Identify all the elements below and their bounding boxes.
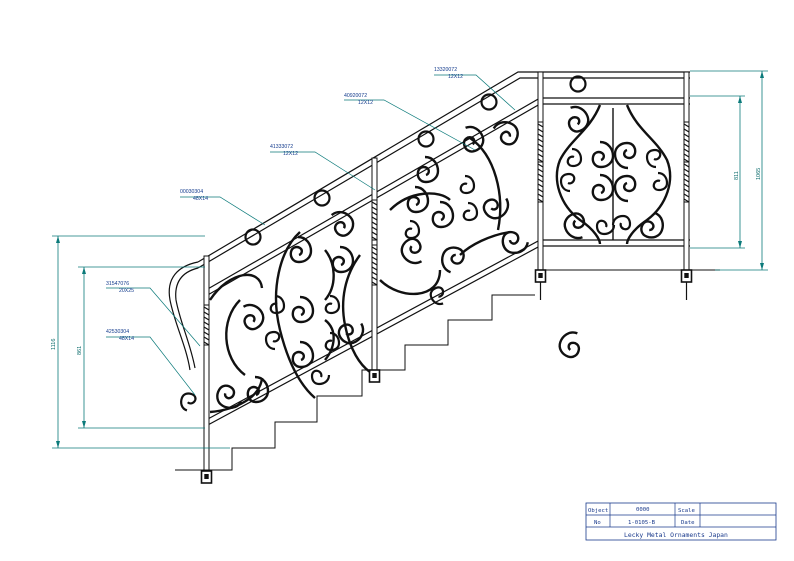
part-code-label: 13320072 <box>434 67 457 73</box>
part-size-label: 48X14 <box>119 336 134 342</box>
posts <box>200 71 693 484</box>
dimension-value: 861 <box>77 346 83 355</box>
title-block: Object 0000 Scale No 1-0105-B Date Lecky… <box>585 502 777 541</box>
dimension-left-panel: 861 <box>77 266 205 429</box>
dimension-value: 811 <box>734 171 740 180</box>
part-size-label: 12X12 <box>448 74 463 80</box>
scale-label: Scale <box>678 508 695 514</box>
dimension-value: 1065 <box>756 168 762 180</box>
company-name: Lecky Metal Ornaments Japan <box>624 531 728 539</box>
part-code-label: 42530304 <box>106 329 129 335</box>
part-size-label: 12X12 <box>358 100 373 106</box>
part-labels: 13320072 12X12 40920072 12X12 41333072 1… <box>106 67 463 342</box>
scroll-panel-3 <box>555 102 672 361</box>
no-value: 1-0105-B <box>628 520 656 526</box>
dimension-value: 1116 <box>51 339 57 350</box>
part-code-label: 00030304 <box>180 189 203 195</box>
part-size-label: 20X25 <box>119 288 134 294</box>
stair-steps <box>175 269 720 471</box>
object-label: Object <box>588 508 608 514</box>
part-leaders <box>106 74 516 396</box>
part-code-label: 31547076 <box>106 281 129 287</box>
date-label: Date <box>681 520 695 526</box>
no-label: No <box>594 520 601 526</box>
scroll-panel-1 <box>177 231 371 414</box>
dimension-left-overall: 1116 <box>51 235 230 449</box>
dimension-right-overall: 1065 <box>690 70 768 271</box>
part-code-label: 40920072 <box>344 93 367 99</box>
part-size-label: 48X14 <box>193 196 208 202</box>
object-value: 0000 <box>636 507 649 513</box>
dimension-right-panel: 811 <box>690 95 745 249</box>
part-code-label: 41333072 <box>270 144 293 150</box>
part-size-label: 12X12 <box>283 151 298 157</box>
scroll-panel-2 <box>324 116 531 308</box>
